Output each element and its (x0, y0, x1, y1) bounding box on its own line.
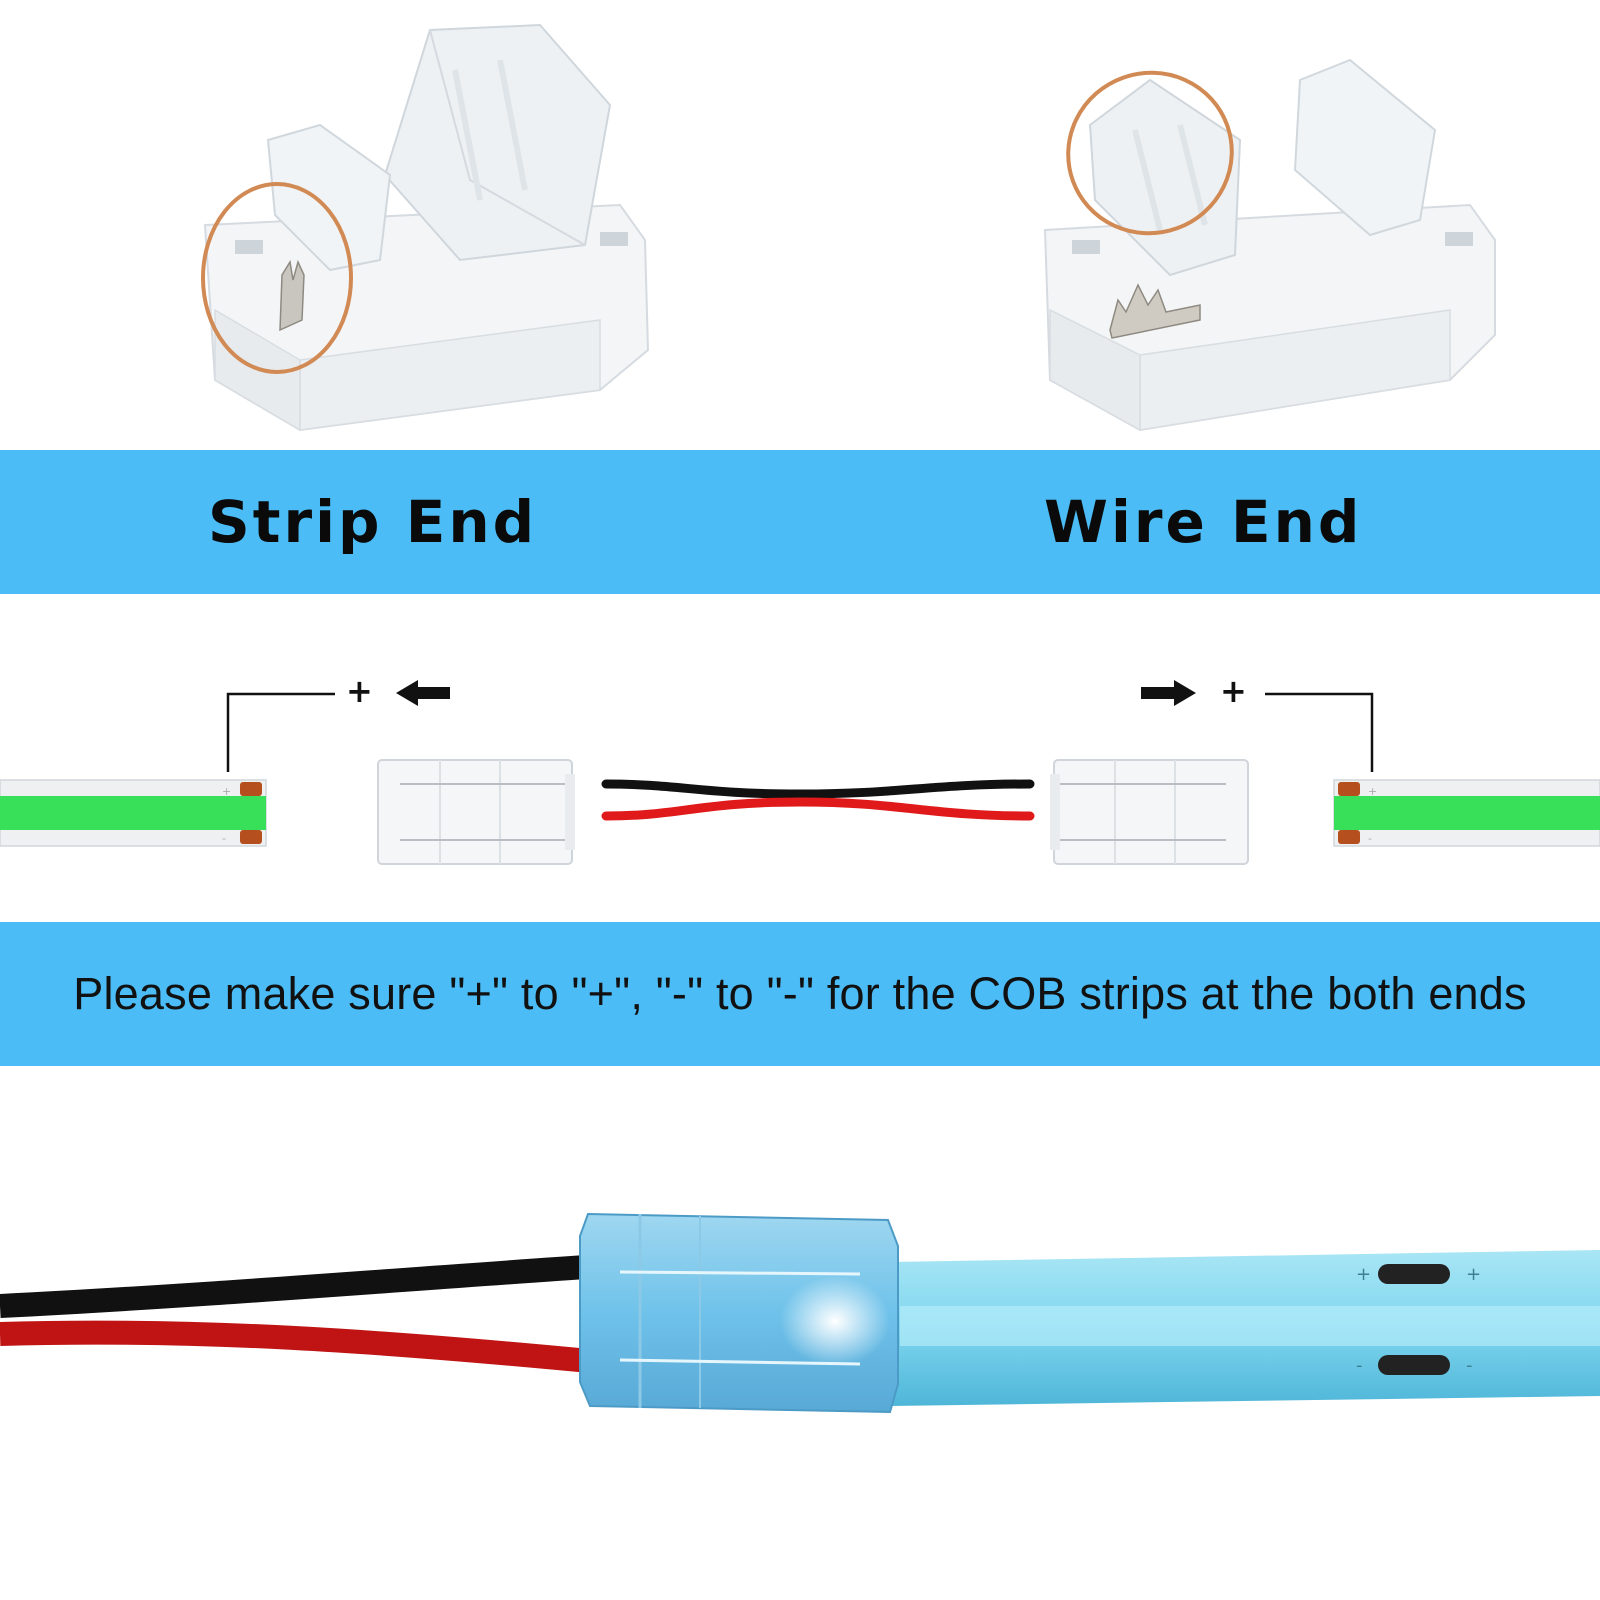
red-black-wire (601, 779, 1035, 821)
arrow-left-icon (396, 680, 450, 706)
svg-text:+: + (1466, 1264, 1481, 1285)
svg-text:+: + (222, 785, 231, 798)
arrow-right-icon (1141, 680, 1196, 706)
left-cob-strip: + - (0, 779, 267, 847)
strip-end-highlight-ring (201, 182, 353, 374)
end-labels-band: Strip End Wire End (0, 450, 1600, 594)
svg-text:+: + (1356, 1264, 1371, 1285)
wire-end-highlight-ring (1066, 70, 1234, 236)
svg-text:-: - (1368, 832, 1372, 845)
wiring-diagram: + - + - (0, 680, 1600, 865)
right-cob-strip: + - (1333, 779, 1600, 847)
left-polarity-bracket (226, 692, 335, 772)
svg-text:+: + (1368, 785, 1377, 798)
right-connector-top-view (1050, 759, 1249, 865)
wire-end-label: Wire End (1044, 488, 1363, 556)
wire-end-connector (1043, 58, 1496, 432)
left-plus-label: + (346, 672, 373, 710)
left-connector-top-view (377, 759, 575, 865)
polarity-notice: Please make sure "+" to "+", "-" to "-" … (73, 968, 1527, 1019)
blue-cob-strip: + + - - (890, 1250, 1600, 1406)
strip-end-connector (201, 23, 650, 432)
assembled-connector (579, 1212, 899, 1414)
svg-text:-: - (222, 832, 226, 845)
svg-text:-: - (1466, 1355, 1473, 1376)
strip-end-label: Strip End (208, 488, 538, 556)
svg-text:-: - (1356, 1355, 1363, 1376)
wire-pair (0, 1254, 602, 1374)
right-polarity-bracket (1265, 692, 1374, 772)
assembled-connector-photo: + + - - (0, 1212, 1600, 1414)
notice-band: Please make sure "+" to "+", "-" to "-" … (0, 922, 1600, 1066)
connector-photos (201, 23, 1496, 432)
right-plus-label: + (1220, 672, 1247, 710)
